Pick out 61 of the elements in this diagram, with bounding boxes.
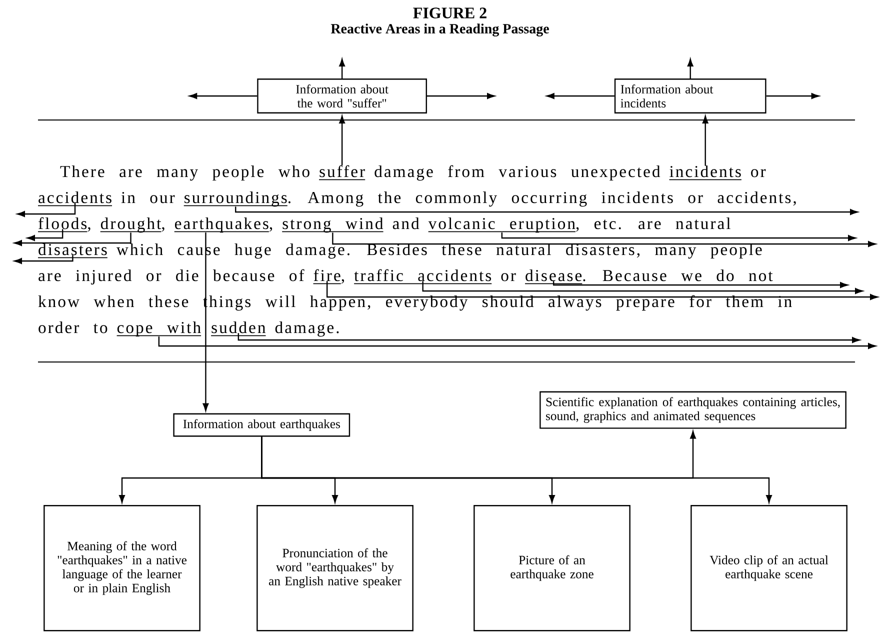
passage-text: , etc. are natural bbox=[576, 217, 730, 232]
passage-text: or bbox=[501, 273, 516, 282]
info-box: Picture of an earthquake zone bbox=[474, 505, 630, 632]
info-box: Pronunciation of the word "earthquakes" by an English native speaker bbox=[256, 505, 414, 632]
subtitle: Reactive Areas in a Reading Passage bbox=[330, 24, 549, 36]
figure-title: FIGURE 2 bbox=[413, 8, 486, 18]
passage-text: There are many people who bbox=[60, 165, 310, 181]
passage-text: , bbox=[88, 227, 90, 232]
info-box: Information about earthquakes bbox=[173, 413, 350, 437]
arrow bbox=[427, 93, 495, 99]
arrow bbox=[17, 203, 76, 217]
underlined-word: disasters bbox=[38, 243, 108, 258]
arrow bbox=[546, 93, 614, 99]
arrow bbox=[158, 336, 876, 349]
info-box: Meaning of the word "earthquakes" in a native language of the learner or in plain English bbox=[44, 505, 200, 632]
underlined-word: fire bbox=[312, 269, 342, 284]
passage-text: damage from various unexpected bbox=[374, 165, 660, 181]
arrow bbox=[422, 281, 863, 294]
arrow bbox=[261, 436, 772, 503]
info-box: Information about the word "suffer" bbox=[257, 78, 427, 114]
underlined-word: incidents bbox=[668, 165, 742, 180]
arrow bbox=[189, 93, 258, 99]
passage-text: in our bbox=[121, 192, 175, 204]
passage-text: , bbox=[342, 279, 344, 284]
info-box: Video clip of an actual earthquake scene bbox=[690, 505, 848, 632]
underlined-word: suffer bbox=[318, 165, 366, 180]
arrow bbox=[687, 58, 694, 79]
underlined-word: sudden bbox=[210, 321, 266, 336]
info-box: Scientific explanation of earthquakes containing articles, sound, graphics and animated sequences bbox=[540, 391, 846, 429]
underlined-word: disease bbox=[524, 269, 583, 284]
underlined-word: accidents bbox=[38, 191, 112, 206]
arrow bbox=[501, 232, 856, 241]
passage-text: and bbox=[392, 217, 420, 230]
underlined-word: surroundings bbox=[183, 191, 288, 207]
info-box: Information about incidents bbox=[614, 78, 766, 114]
passage-text: , bbox=[270, 227, 272, 232]
arrow bbox=[14, 232, 132, 246]
passage-text: are injured or die because of bbox=[38, 269, 304, 285]
arrow bbox=[14, 255, 74, 264]
arrow bbox=[202, 232, 209, 412]
arrow bbox=[702, 116, 708, 166]
arrow bbox=[339, 116, 346, 166]
underlined-word: floods bbox=[38, 217, 88, 232]
arrow bbox=[326, 281, 878, 300]
passage-text: damage. bbox=[275, 321, 339, 337]
underlined-word: cope with bbox=[116, 321, 202, 337]
underlined-word: traffic accidents bbox=[354, 269, 492, 284]
arrow bbox=[766, 93, 820, 99]
passage-text: . Because we do not bbox=[583, 269, 773, 282]
arrow bbox=[238, 333, 860, 343]
passage-text: . Among the commonly occurring incidents or accidents, bbox=[288, 191, 796, 207]
underlined-word: strong wind bbox=[282, 217, 384, 233]
arrow bbox=[339, 58, 346, 79]
underlined-word: earthquakes bbox=[174, 217, 270, 233]
arrow bbox=[332, 232, 876, 247]
underlined-word: drought bbox=[100, 217, 162, 233]
arrow bbox=[27, 229, 64, 241]
underlined-word: volcanic eruption bbox=[428, 217, 576, 233]
passage-text: , bbox=[162, 227, 164, 232]
arrow bbox=[235, 206, 858, 215]
arrow bbox=[552, 281, 848, 288]
